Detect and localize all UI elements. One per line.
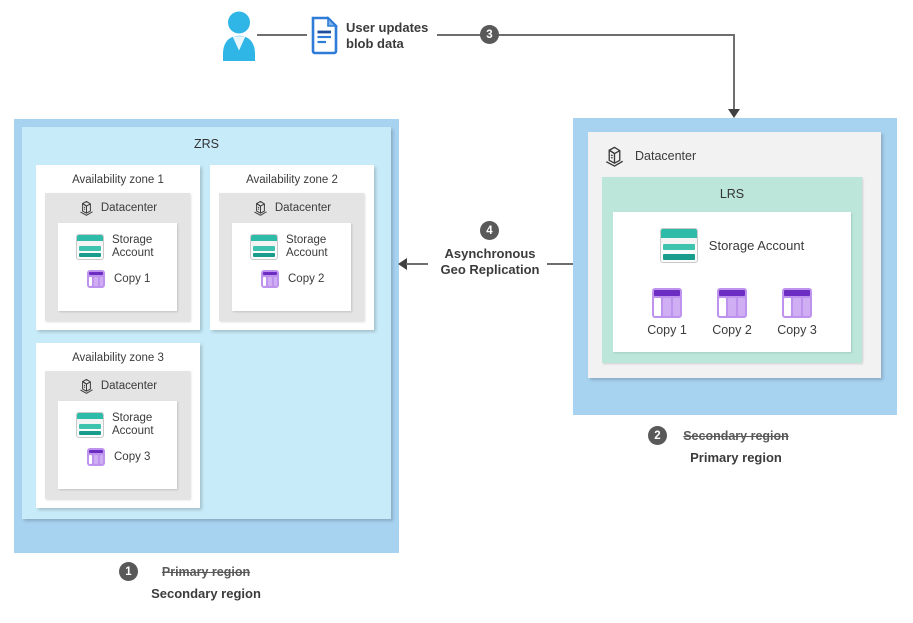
- primary-region-box: Datacenter LRS Storage Account: [573, 118, 897, 415]
- lrs-storage-label: Storage Account: [708, 238, 805, 253]
- blob-document-icon: [311, 16, 338, 55]
- zone-1-copy-row: Copy 1: [87, 270, 177, 288]
- lrs-title: LRS: [719, 187, 745, 201]
- storage-account-icon: [659, 228, 698, 263]
- zone-3-title: Availability zone 3: [72, 352, 164, 364]
- zone-1-storage-label: Storage Account: [112, 234, 154, 260]
- step-1-badge: 1: [119, 562, 138, 581]
- arrowhead-left-icon: [398, 258, 407, 270]
- primary-datacenter-card: Datacenter LRS Storage Account: [588, 132, 881, 378]
- zone-1-title: Availability zone 1: [72, 174, 164, 186]
- zone-1-storage-row: Storage Account: [76, 234, 177, 260]
- secondary-region-label-group: Primary region Secondary region: [126, 564, 286, 602]
- zone-3-datacenter-box: Datacenter Storage Account: [45, 371, 190, 499]
- lrs-copy-2-label: Copy 2: [712, 323, 752, 337]
- primary-region-label-group: Secondary region Primary region: [660, 428, 812, 466]
- step-2-badge: 2: [648, 426, 667, 445]
- datacenter-icon: [80, 200, 93, 216]
- step-3-badge: 3: [480, 25, 499, 44]
- primary-datacenter-label: Datacenter: [635, 148, 697, 163]
- zone-2-datacenter-row: Datacenter: [219, 193, 364, 216]
- copy-icon: [261, 270, 279, 288]
- right-old-region-label: Secondary region: [683, 429, 789, 443]
- zone-2-copy-label: Copy 2: [288, 272, 325, 285]
- zone-3-storage-label: Storage Account: [112, 412, 154, 438]
- right-current-region-label: Primary region: [690, 450, 782, 465]
- flow-line-down: [733, 35, 735, 110]
- lrs-resources-box: Storage Account Copy 1: [613, 212, 851, 352]
- zone-2-resources-box: Storage Account Copy 2: [232, 223, 351, 311]
- storage-account-icon: [76, 234, 104, 260]
- zone-2-datacenter-box: Datacenter Storage Account: [219, 193, 364, 321]
- left-current-region-label: Secondary region: [151, 586, 261, 601]
- zone-1-resources-box: Storage Account Copy 1: [58, 223, 177, 311]
- lrs-copy-1-label: Copy 1: [647, 323, 687, 337]
- zrs-title: ZRS: [194, 137, 219, 151]
- geo-replication-label-line2: Geo Replication: [440, 262, 540, 277]
- storage-label-line2: Account: [112, 247, 154, 259]
- user-updates-label-line1: User updates: [346, 20, 429, 35]
- zone-2-copy-row: Copy 2: [261, 270, 351, 288]
- zone-3-storage-row: Storage Account: [76, 412, 177, 438]
- geo-replication-line-right: [547, 263, 573, 265]
- connector-label-to-step3: [437, 34, 482, 36]
- storage-label-line1: Storage: [286, 234, 327, 246]
- zone-1-datacenter-box: Datacenter Storage Account: [45, 193, 190, 321]
- zone-3-copy-row: Copy 3: [87, 448, 177, 466]
- storage-account-icon: [250, 234, 278, 260]
- user-updates-label: User updates blob data: [346, 20, 428, 52]
- datacenter-icon: [254, 200, 267, 216]
- zone-2-datacenter-label: Datacenter: [274, 201, 332, 214]
- connector-person-to-blob: [257, 34, 307, 36]
- zone-3-datacenter-row: Datacenter: [45, 371, 190, 394]
- lrs-panel: LRS Storage Account: [602, 177, 862, 363]
- zone-3-copy-label: Copy 3: [114, 450, 151, 463]
- storage-label-line1: Storage: [112, 234, 153, 246]
- storage-label-line2: Account: [112, 425, 154, 437]
- lrs-copies-row: Copy 1 Copy 2: [613, 288, 851, 337]
- availability-zone-3-card: Availability zone 3 Datacen: [36, 343, 200, 508]
- availability-zone-1-card: Availability zone 1 Datacen: [36, 165, 200, 330]
- lrs-copy-2: Copy 2: [708, 288, 756, 337]
- geo-replication-label: Asynchronous Geo Replication: [420, 246, 560, 278]
- copy-icon: [87, 270, 105, 288]
- zone-1-datacenter-label: Datacenter: [100, 201, 158, 214]
- geo-replication-line-left: [406, 263, 428, 265]
- datacenter-icon: [80, 378, 93, 394]
- storage-label-line1: Storage: [112, 412, 153, 424]
- zone-3-resources-box: Storage Account Copy 3: [58, 401, 177, 489]
- user-updates-label-line2: blob data: [346, 36, 404, 51]
- arrowhead-down-icon: [728, 109, 740, 118]
- zone-1-copy-label: Copy 1: [114, 272, 151, 285]
- step-4-badge: 4: [480, 221, 499, 240]
- datacenter-icon: [606, 146, 623, 167]
- zone-1-datacenter-row: Datacenter: [45, 193, 190, 216]
- availability-zone-2-card: Availability zone 2 Datacen: [210, 165, 374, 330]
- storage-label-line2: Account: [286, 247, 328, 259]
- person-icon: [223, 11, 255, 61]
- geo-replication-label-line1: Asynchronous: [444, 246, 536, 261]
- copy-icon: [652, 288, 682, 318]
- zone-3-datacenter-label: Datacenter: [100, 379, 158, 392]
- lrs-storage-row: Storage Account: [613, 228, 851, 263]
- storage-account-icon: [76, 412, 104, 438]
- left-old-region-label: Primary region: [161, 565, 251, 579]
- lrs-copy-1: Copy 1: [643, 288, 691, 337]
- flow-line-top: [497, 34, 735, 36]
- lrs-copy-3: Copy 3: [773, 288, 821, 337]
- primary-datacenter-row: Datacenter: [588, 132, 881, 167]
- copy-icon: [782, 288, 812, 318]
- secondary-region-box: ZRS Availability zone 1: [14, 119, 399, 553]
- zone-2-title: Availability zone 2: [246, 174, 338, 186]
- copy-icon: [717, 288, 747, 318]
- zrs-panel: ZRS Availability zone 1: [22, 127, 391, 519]
- copy-icon: [87, 448, 105, 466]
- lrs-copy-3-label: Copy 3: [777, 323, 817, 337]
- zone-2-storage-label: Storage Account: [286, 234, 328, 260]
- zone-2-storage-row: Storage Account: [250, 234, 351, 260]
